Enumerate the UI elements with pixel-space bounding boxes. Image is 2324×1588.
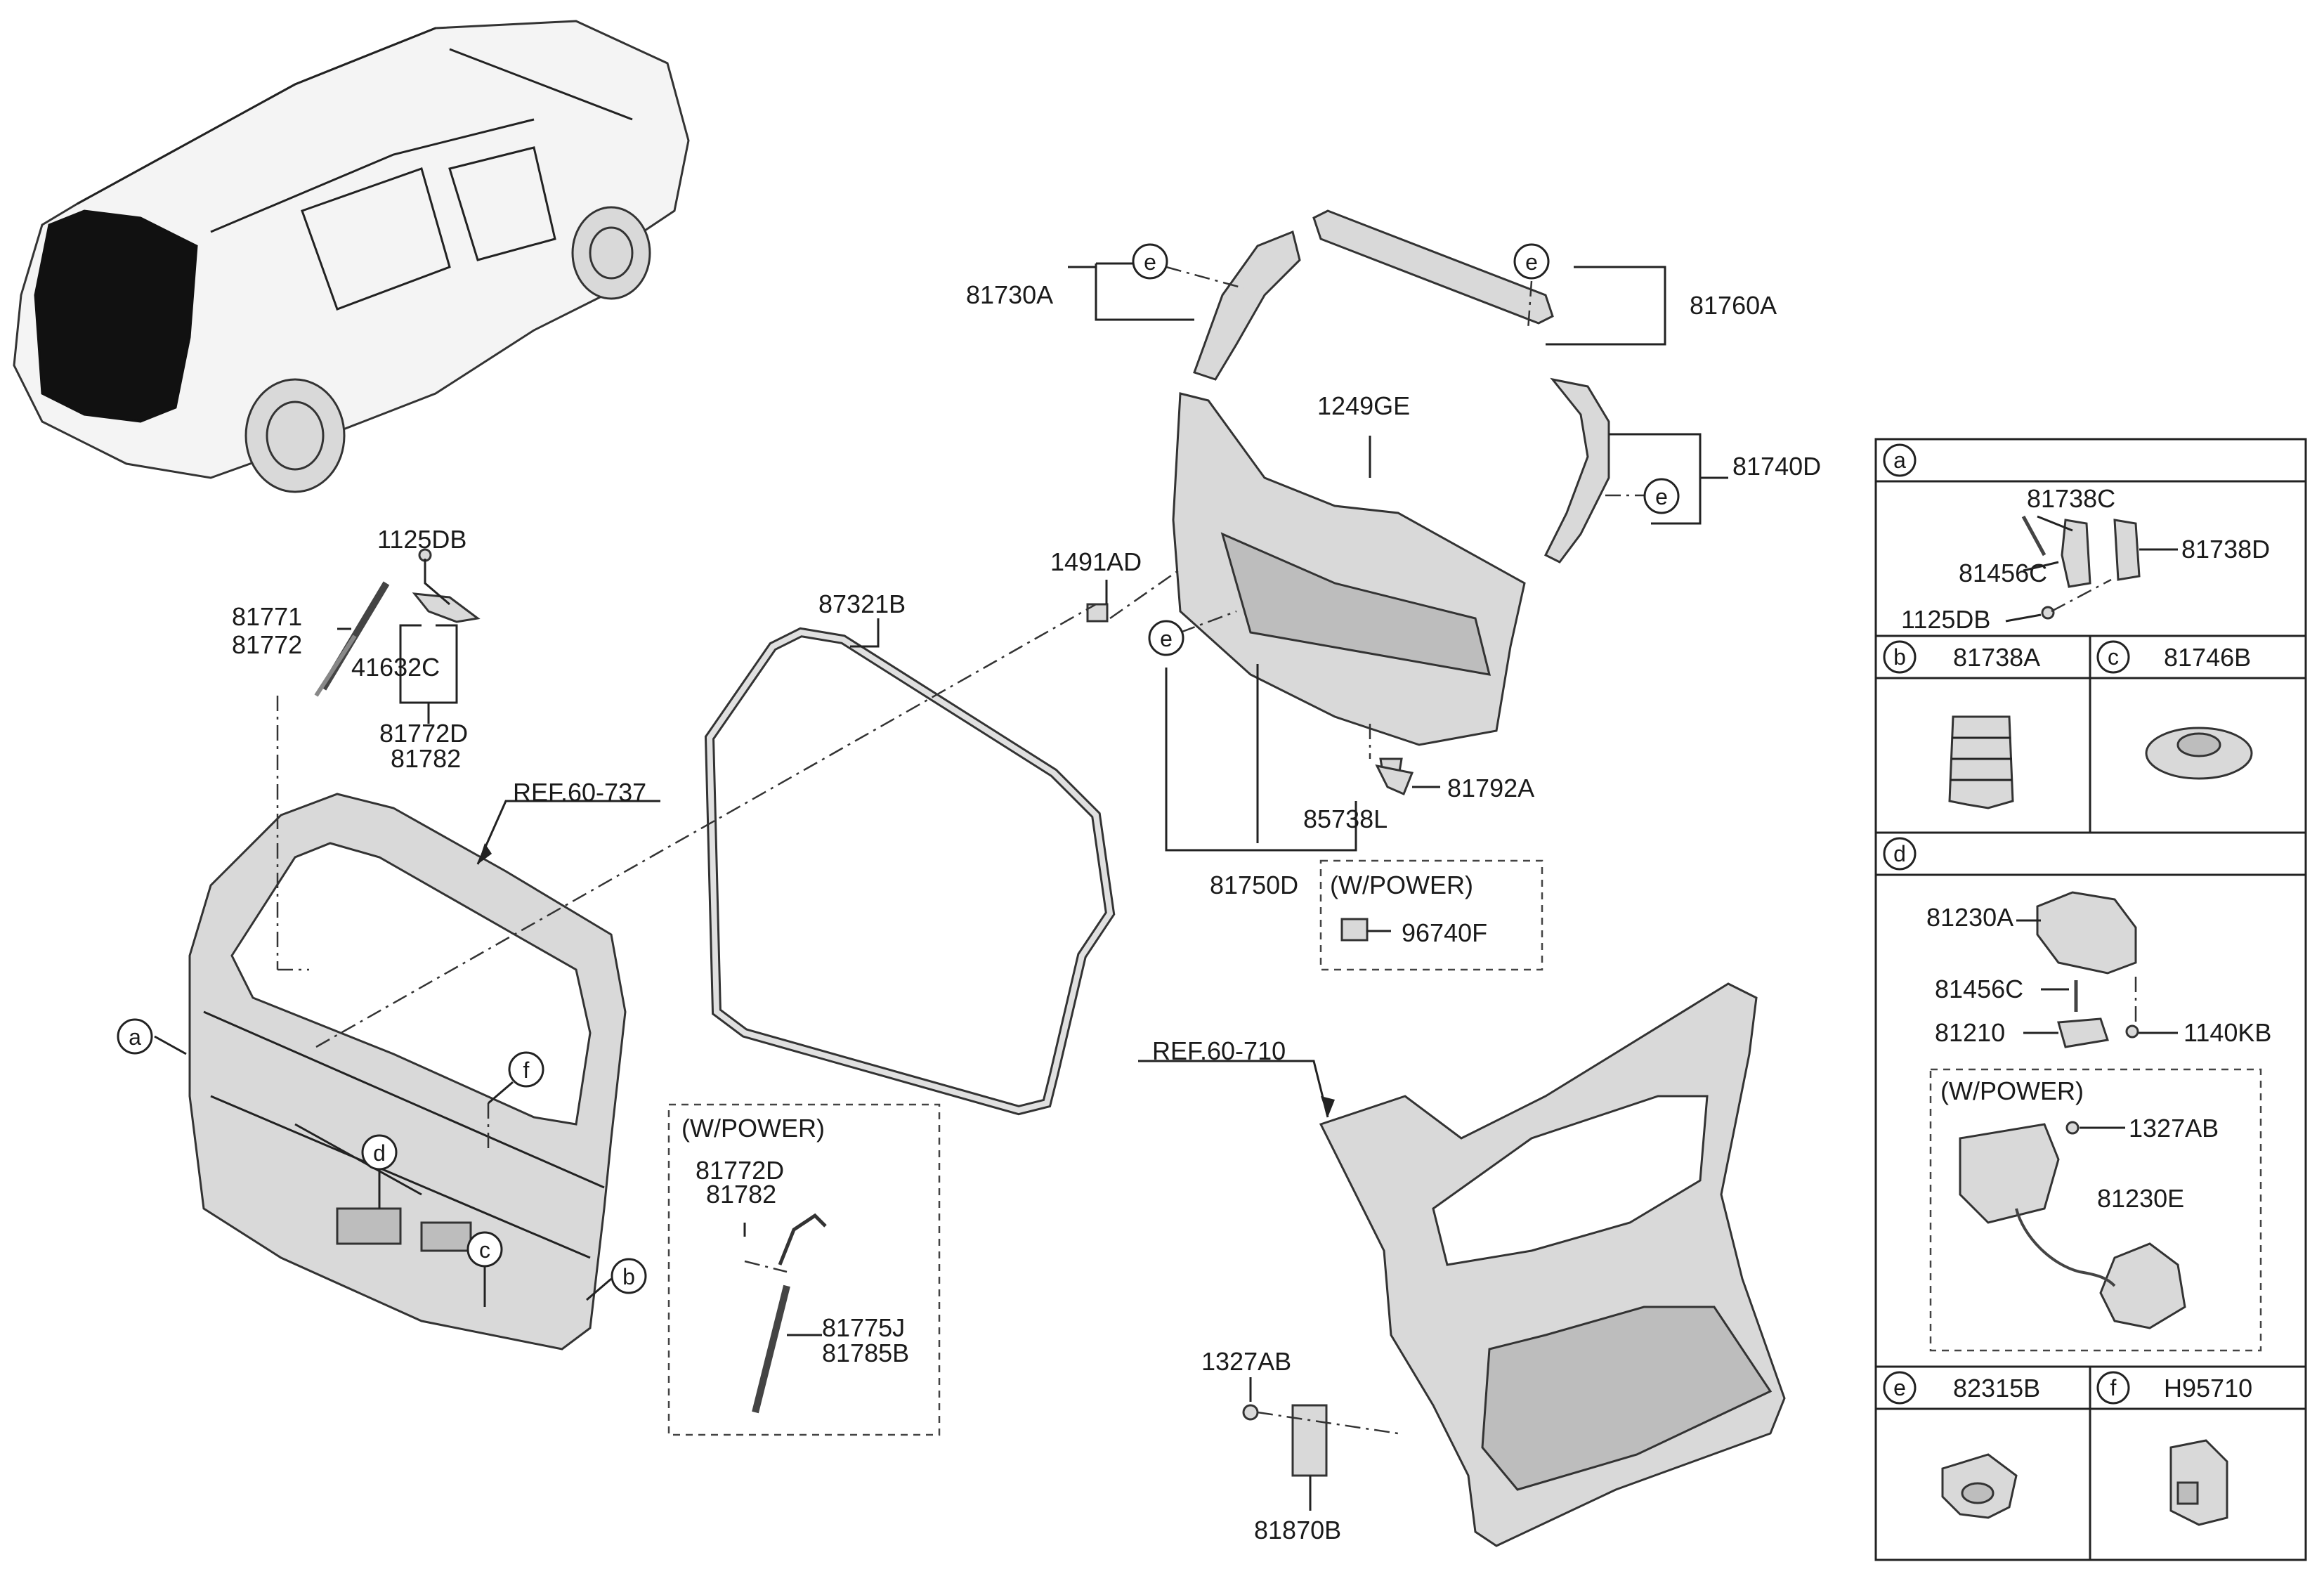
- callout-f: f: [523, 1057, 530, 1083]
- legend-letter-c: c: [2108, 644, 2119, 670]
- label-81775j: 81775J: [822, 1313, 905, 1342]
- label-81772: 81772: [232, 630, 302, 659]
- legend-f-title: H95710: [2164, 1374, 2252, 1402]
- legend-a-81738d: 81738D: [2181, 535, 2270, 564]
- legend-d-81230a: 81230A: [1926, 903, 2013, 932]
- callout-b: b: [622, 1264, 635, 1289]
- trim-parts: [1086, 209, 1610, 942]
- tailgate-panel: [188, 793, 627, 1351]
- legend-d-1327ab: 1327AB: [2129, 1114, 2219, 1143]
- legend-d-81210: 81210: [1935, 1018, 2005, 1047]
- legend-a-1125db: 1125DB: [1901, 605, 1990, 634]
- callout-e-4: e: [1160, 626, 1173, 651]
- gas-strut: [314, 548, 481, 697]
- legend-d-81456c: 81456C: [1935, 975, 2023, 1003]
- bumper-stopper: [1948, 715, 2014, 809]
- callout-d: d: [373, 1140, 386, 1166]
- label-81792a: 81792A: [1447, 774, 1534, 802]
- callout-e-3: e: [1655, 484, 1668, 509]
- label-ref-60-710: REF.60-710: [1152, 1036, 1286, 1065]
- legend-letter-f: f: [2110, 1375, 2117, 1400]
- label-81782: 81782: [391, 744, 461, 773]
- latch-actuator: [2036, 891, 2137, 975]
- legend-a-81738c: 81738C: [2027, 484, 2115, 513]
- legend-letter-d: d: [1893, 841, 1906, 866]
- label-1249ge: 1249GE: [1317, 391, 1410, 420]
- label-81870b: 81870B: [1254, 1516, 1341, 1544]
- legend-d-w-power: (W/POWER): [1940, 1076, 2084, 1105]
- label-w-power-2: (W/POWER): [681, 1114, 825, 1143]
- power-latch-motor: [1959, 1123, 2060, 1224]
- label-1125db: 1125DB: [377, 525, 466, 554]
- label-81760a: 81760A: [1690, 291, 1777, 320]
- label-81772d-b: 81772D: [696, 1156, 784, 1185]
- weatherstrip: [704, 627, 1116, 1116]
- leader-lines: [154, 262, 1728, 1511]
- callout-c: c: [479, 1237, 490, 1263]
- label-96740f: 96740F: [1402, 918, 1487, 947]
- legend-d-1140kb: 1140KB: [2183, 1018, 2271, 1047]
- label-1491ad: 1491AD: [1050, 547, 1142, 576]
- label-41632c: 41632C: [351, 653, 440, 682]
- legend-table: a 81738C 81738D 81456C 1125DB b 81738A c…: [1874, 438, 2307, 1561]
- callout-a: a: [129, 1024, 141, 1050]
- label-81785b: 81785B: [822, 1339, 909, 1367]
- legend-c-title: 81746B: [2164, 643, 2251, 672]
- label-81771: 81771: [232, 602, 302, 631]
- w-power-box-strut: [667, 1103, 941, 1436]
- label-w-power-1: (W/POWER): [1330, 871, 1473, 899]
- tailgate-highlight: [34, 209, 198, 423]
- legend-a-81456c: 81456C: [1959, 559, 2047, 587]
- vehicle-illustration: [13, 20, 690, 493]
- callout-e-1: e: [1144, 249, 1156, 275]
- legend-b-title: 81738A: [1953, 643, 2040, 672]
- legend-letter-a: a: [1893, 448, 1906, 473]
- label-81782-b: 81782: [706, 1180, 776, 1209]
- legend-letter-e: e: [1893, 1375, 1906, 1400]
- legend-e-title: 82315B: [1953, 1374, 2040, 1402]
- label-1327ab: 1327AB: [1201, 1347, 1291, 1376]
- legend-letter-b: b: [1893, 644, 1906, 670]
- part-labels: 81730A 81760A 1249GE 81740D 1491AD 87321…: [232, 280, 1821, 1544]
- label-85738l: 85738L: [1303, 805, 1388, 833]
- callout-e-2: e: [1525, 249, 1538, 275]
- label-ref-60-737: REF.60-737: [513, 778, 646, 807]
- w-power-box-legend: [1929, 1068, 2262, 1352]
- legend-d-81230e: 81230E: [2097, 1184, 2184, 1213]
- callout-circles: e e e e a f d c b: [117, 243, 1680, 1294]
- label-81740d: 81740D: [1732, 452, 1821, 481]
- label-81730a: 81730A: [966, 280, 1053, 309]
- label-81750d: 81750D: [1210, 871, 1298, 899]
- label-87321b: 87321B: [818, 590, 906, 618]
- body-side-panel: [1242, 982, 1786, 1547]
- label-81772d: 81772D: [379, 719, 468, 748]
